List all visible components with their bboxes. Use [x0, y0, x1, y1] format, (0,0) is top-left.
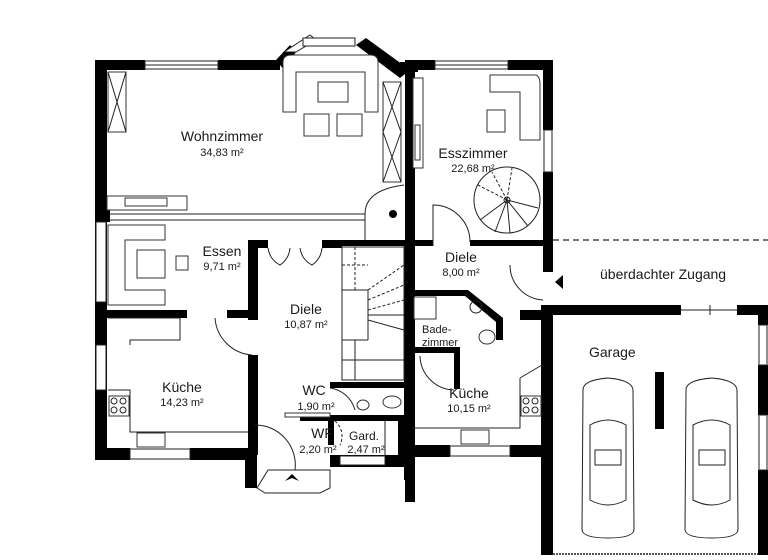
room-name: WC — [302, 382, 325, 398]
room-badezimmer: Bade- zimmer — [422, 324, 458, 349]
walls — [95, 38, 768, 555]
room-area: 10,87 m² — [284, 319, 328, 331]
staircase — [341, 246, 405, 381]
room-gard: Gard. 2,47 m² — [347, 429, 385, 456]
room-area: 14,23 m² — [160, 397, 204, 409]
room-kueche-left: Küche 14,23 m² — [160, 379, 204, 409]
room-area: 10,15 m² — [447, 403, 491, 415]
room-area: 1,90 m² — [297, 401, 335, 413]
doors — [214, 204, 544, 471]
room-area: 9,71 m² — [203, 261, 241, 273]
room-area: 8,00 m² — [442, 267, 480, 279]
room-wohnzimmer: Wohnzimmer 34,83 m² — [181, 128, 264, 159]
room-name: Garage — [589, 344, 636, 360]
room-name: Essen — [203, 243, 242, 259]
furniture — [106, 54, 768, 555]
windows — [95, 34, 768, 471]
room-name: Küche — [449, 385, 489, 401]
room-name: Küche — [162, 379, 202, 395]
room-name: Wohnzimmer — [181, 128, 264, 144]
room-name: Diele — [290, 301, 322, 317]
room-essen: Essen 9,71 m² — [203, 243, 242, 273]
room-name: WF — [311, 425, 333, 441]
room-name: Bade- — [422, 324, 452, 336]
room-name: Esszimmer — [438, 145, 508, 161]
room-diele-right: Diele 8,00 m² — [442, 249, 480, 279]
spiral-staircase — [473, 166, 541, 234]
room-area: 34,83 m² — [200, 147, 244, 159]
covered-access-label: überdachter Zugang — [600, 266, 726, 282]
room-area: 2,20 m² — [299, 444, 337, 456]
room-area: 22,68 m² — [451, 163, 495, 175]
room-name: Gard. — [349, 429, 379, 443]
room-wf: WF 2,20 m² — [299, 425, 337, 456]
room-diele-main: Diele 10,87 m² — [284, 301, 328, 331]
room-area: 2,47 m² — [347, 444, 385, 456]
room-name-line2: zimmer — [422, 337, 458, 349]
room-garage: Garage — [589, 344, 636, 360]
car-right — [684, 377, 739, 539]
room-labels: Wohnzimmer 34,83 m² Esszimmer 22,68 m² E… — [160, 128, 726, 456]
room-wc: WC 1,90 m² — [297, 382, 335, 413]
room-kueche-right: Küche 10,15 m² — [447, 385, 491, 415]
room-esszimmer: Esszimmer 22,68 m² — [438, 145, 508, 175]
room-name: Diele — [445, 249, 477, 265]
car-left — [581, 377, 635, 539]
